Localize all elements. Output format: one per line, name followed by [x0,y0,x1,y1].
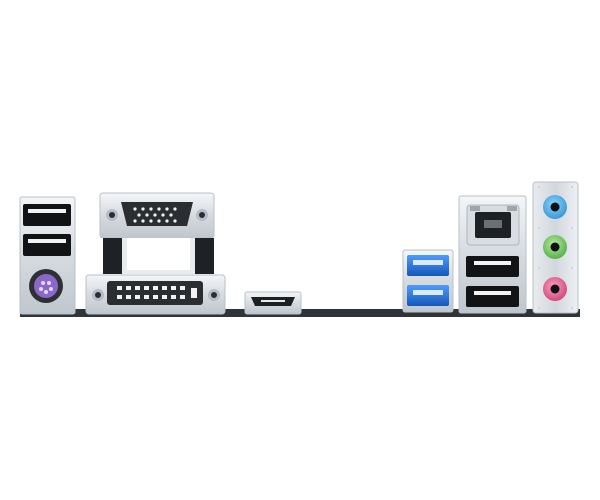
usb-2-bottom-port[interactable] [23,234,71,256]
lan-usb-stack [458,195,527,314]
usb-2-right-bottom-port[interactable] [466,286,519,307]
audio-stack [532,181,579,314]
video-output-stack [85,192,226,315]
left-io-stack [19,196,76,315]
dvi-port-icon[interactable] [107,281,203,305]
usb-3-top-port[interactable] [407,255,449,276]
usb-2-top-port[interactable] [23,204,71,226]
usb-2-right-top-port[interactable] [466,256,519,277]
ps2-port-icon[interactable] [34,274,58,298]
vga-port-icon[interactable] [121,202,193,226]
usb3-stack [402,249,454,313]
usb-3-bottom-port[interactable] [407,285,449,306]
hdmi-port-group [244,291,302,315]
